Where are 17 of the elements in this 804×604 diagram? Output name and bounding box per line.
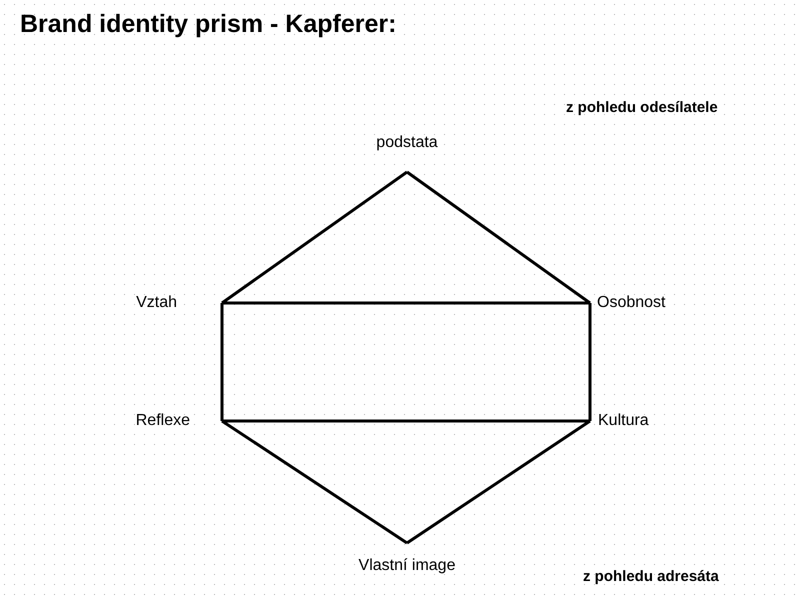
prism-edge — [221, 420, 408, 544]
prism-edge — [406, 420, 591, 544]
prism-edge — [406, 170, 591, 304]
prism-edge — [220, 303, 224, 421]
vertex-label: Vztah — [136, 293, 177, 313]
prism-edge — [222, 420, 590, 422]
vertex-label: Reflexe — [136, 411, 190, 431]
perspective-note: z pohledu adresáta — [583, 568, 719, 585]
prism-edge — [221, 170, 408, 304]
vertex-label: Osobnost — [597, 293, 666, 313]
prism-edge — [222, 302, 590, 304]
perspective-note: z pohledu odesílatele — [566, 99, 718, 116]
vertex-label: podstata — [376, 133, 438, 153]
diagram-title: Brand identity prism - Kapferer: — [20, 10, 396, 39]
prism-edge — [588, 303, 592, 421]
vertex-label: Kultura — [598, 411, 649, 431]
vertex-label: Vlastní image — [358, 556, 456, 576]
